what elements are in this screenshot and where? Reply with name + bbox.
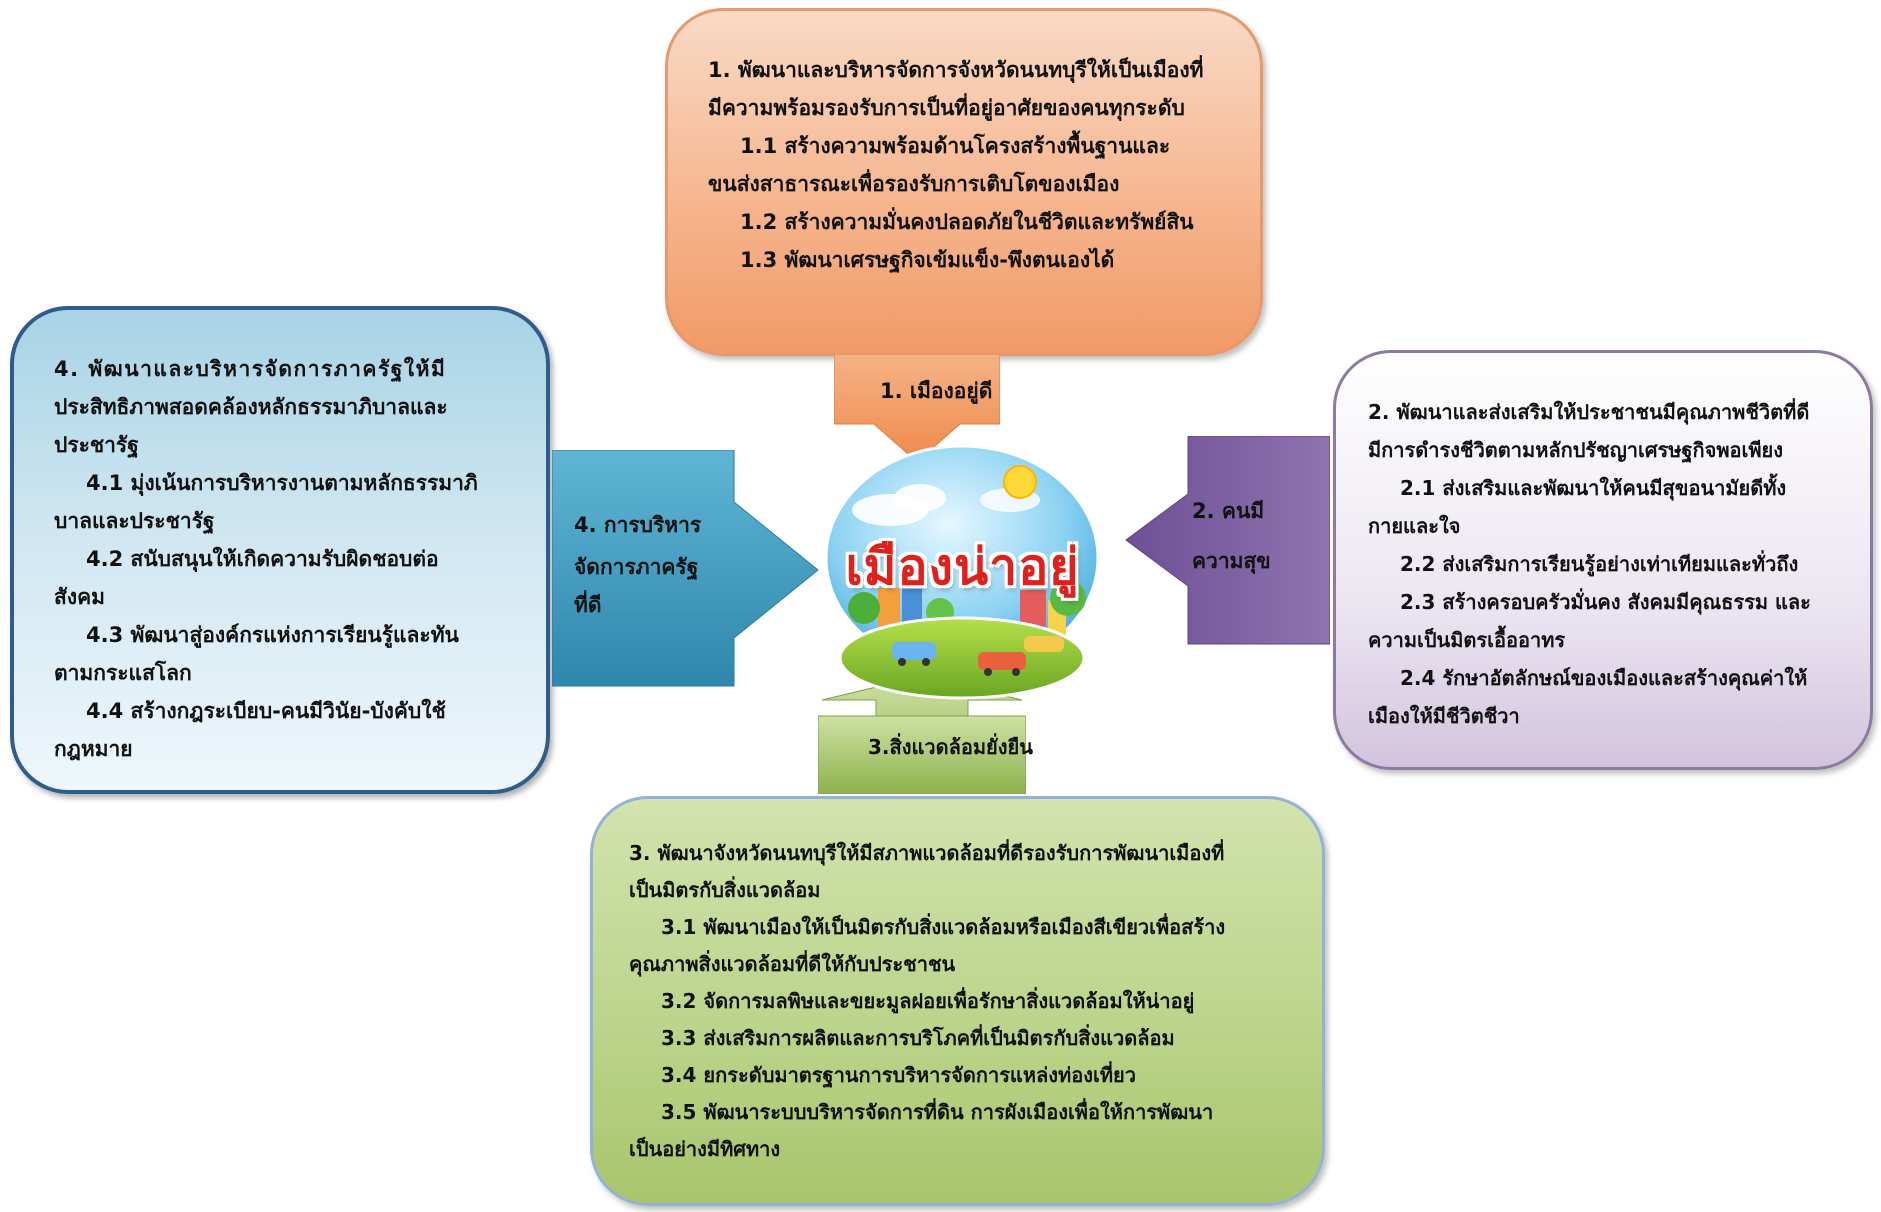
goal-4-item-1-line2: บาลและประชารัฐ (54, 509, 215, 533)
goal-1-box: 1. พัฒนาและบริหารจัดการจังหวัดนนทบุรีให้… (665, 8, 1263, 356)
goal-4-heading-line2: ประสิทธิภาพสอดคล้องหลักธรรมาภิบาลและ (54, 395, 448, 419)
goal-3-item-1-line1: 3.1 พัฒนาเมืองให้เป็นมิตรกับสิ่งแวดล้อมห… (661, 915, 1226, 939)
goal-2-item-2: 2.2 ส่งเสริมการเรียนรู้อย่างเท่าเทียมและ… (1400, 552, 1799, 576)
goal-4-item-2-line2: สังคม (54, 585, 105, 609)
goal-4-item-4-line2: กฎหมาย (54, 737, 133, 761)
goal-3-item-5-line2: เป็นอย่างมีทิศทาง (629, 1137, 781, 1161)
goal-1-arrow-label: 1. เมืองอยู่ดี (880, 379, 993, 403)
goal-2-item-1-line2: กายและใจ (1368, 514, 1461, 538)
goal-3-heading-line1: 3. พัฒนาจังหวัดนนทบุรีให้มีสภาพแวดล้อมที… (629, 841, 1225, 865)
goal-4-heading-line3: ประชารัฐ (54, 433, 139, 457)
goal-3-item-4: 3.4 ยกระดับมาตรฐานการบริหารจัดการแหล่งท่… (661, 1063, 1136, 1087)
goal-2-item-3-line2: ความเป็นมิตรเอื้ออาทร (1368, 628, 1566, 652)
goal-1-item-3: 1.3 พัฒนาเศรษฐกิจเข้มแข็ง-พึงตนเองได้ (740, 248, 1115, 272)
arrow-up-icon (818, 676, 1026, 794)
goal-3-item-5-line1: 3.5 พัฒนาระบบบริหารจัดการที่ดิน การผังเม… (661, 1100, 1214, 1124)
goal-2-arrow-label-line1: 2. คนมี (1192, 499, 1265, 523)
goal-4-arrow-label-line1: 4. การบริหาร (574, 513, 702, 537)
goal-3-item-1-line2: คุณภาพสิ่งแวดล้อมที่ดีให้กับประชาชน (629, 952, 956, 976)
goal-2-item-4-line2: เมืองให้มีชีวิตชีวา (1368, 704, 1520, 728)
goal-1-item-2: 1.2 สร้างความมั่นคงปลอดภัยในชีวิตและทรัพ… (740, 210, 1194, 234)
arrow-left-icon (1125, 436, 1330, 645)
goal-2-item-1-line1: 2.1 ส่งเสริมและพัฒนาให้คนมีสุขอนามัยดีทั… (1400, 476, 1787, 500)
goal-4-item-2-line1: 4.2 สนับสนุนให้เกิดความรับผิดชอบต่อ (86, 547, 439, 571)
goal-2-heading-line1: 2. พัฒนาและส่งเสริมให้ประชาชนมีคุณภาพชีว… (1368, 400, 1810, 424)
goal-1-heading-line2: มีความพร้อมรองรับการเป็นที่อยู่อาศัยของค… (708, 96, 1185, 120)
goal-3-item-3: 3.3 ส่งเสริมการผลิตและการบริโภคที่เป็นมิ… (661, 1026, 1175, 1050)
goal-2-heading-line2: มีการดำรงชีวิตตามหลักปรัชญาเศรษฐกิจพอเพี… (1368, 438, 1784, 462)
goal-1-item-1-line2: ขนส่งสาธารณะเพื่อรองรับการเติบโตของเมือง (708, 172, 1120, 196)
goal-4-arrow-label-line2: จัดการภาครัฐ (574, 555, 699, 579)
goal-4-heading-line1: 4. พัฒนาและบริหารจัดการภาครัฐให้มี (54, 357, 447, 381)
goal-4-item-3-line1: 4.3 พัฒนาสู่องค์กรแห่งการเรียนรู้และทัน (86, 623, 459, 647)
goal-1-item-1-line1: 1.1 สร้างความพร้อมด้านโครงสร้างพื้นฐานแล… (740, 134, 1171, 158)
goal-4-item-3-line2: ตามกระแสโลก (54, 661, 192, 685)
goal-2-box: 2. พัฒนาและส่งเสริมให้ประชาชนมีคุณภาพชีว… (1333, 350, 1873, 770)
goal-3-box: 3. พัฒนาจังหวัดนนทบุรีให้มีสภาพแวดล้อมที… (590, 796, 1325, 1206)
goal-1-heading-line1: 1. พัฒนาและบริหารจัดการจังหวัดนนทบุรีให้… (708, 58, 1204, 82)
goal-2-item-3-line1: 2.3 สร้างครอบครัวมั่นคง สังคมมีคุณธรรม แ… (1400, 590, 1811, 614)
city-globe-icon (824, 444, 1100, 700)
goal-2-item-4-line1: 2.4 รักษาอัตลักษณ์ของเมืองและสร้างคุณค่า… (1400, 666, 1808, 690)
arrow-down-icon (834, 354, 1000, 463)
goal-3-heading-line2: เป็นมิตรกับสิ่งแวดล้อม (629, 878, 821, 902)
arrow-right-icon (552, 450, 819, 687)
goal-4-item-1-line1: 4.1 มุ่งเน้นการบริหารงานตามหลักธรรมาภิ (86, 471, 478, 495)
goal-3-item-2: 3.2 จัดการมลพิษและขยะมูลฝอยเพื่อรักษาสิ่… (661, 989, 1195, 1013)
goal-4-box: 4. พัฒนาและบริหารจัดการภาครัฐให้มี ประสิ… (10, 306, 550, 794)
livable-city-title: เมืองน่าอยู่ (845, 538, 1080, 596)
goal-4-arrow-label-line3: ที่ดี (574, 593, 602, 617)
goal-2-arrow-label-line2: ความสุข (1192, 549, 1271, 573)
livable-city-illustration: เมืองน่าอยู่ (820, 440, 1105, 715)
goal-4-item-4-line1: 4.4 สร้างกฎระเบียบ-คนมีวินัย-บังคับใช้ (86, 699, 446, 723)
goal-3-arrow-label: 3.สิ่งแวดล้อมยั่งยืน (868, 735, 1033, 759)
